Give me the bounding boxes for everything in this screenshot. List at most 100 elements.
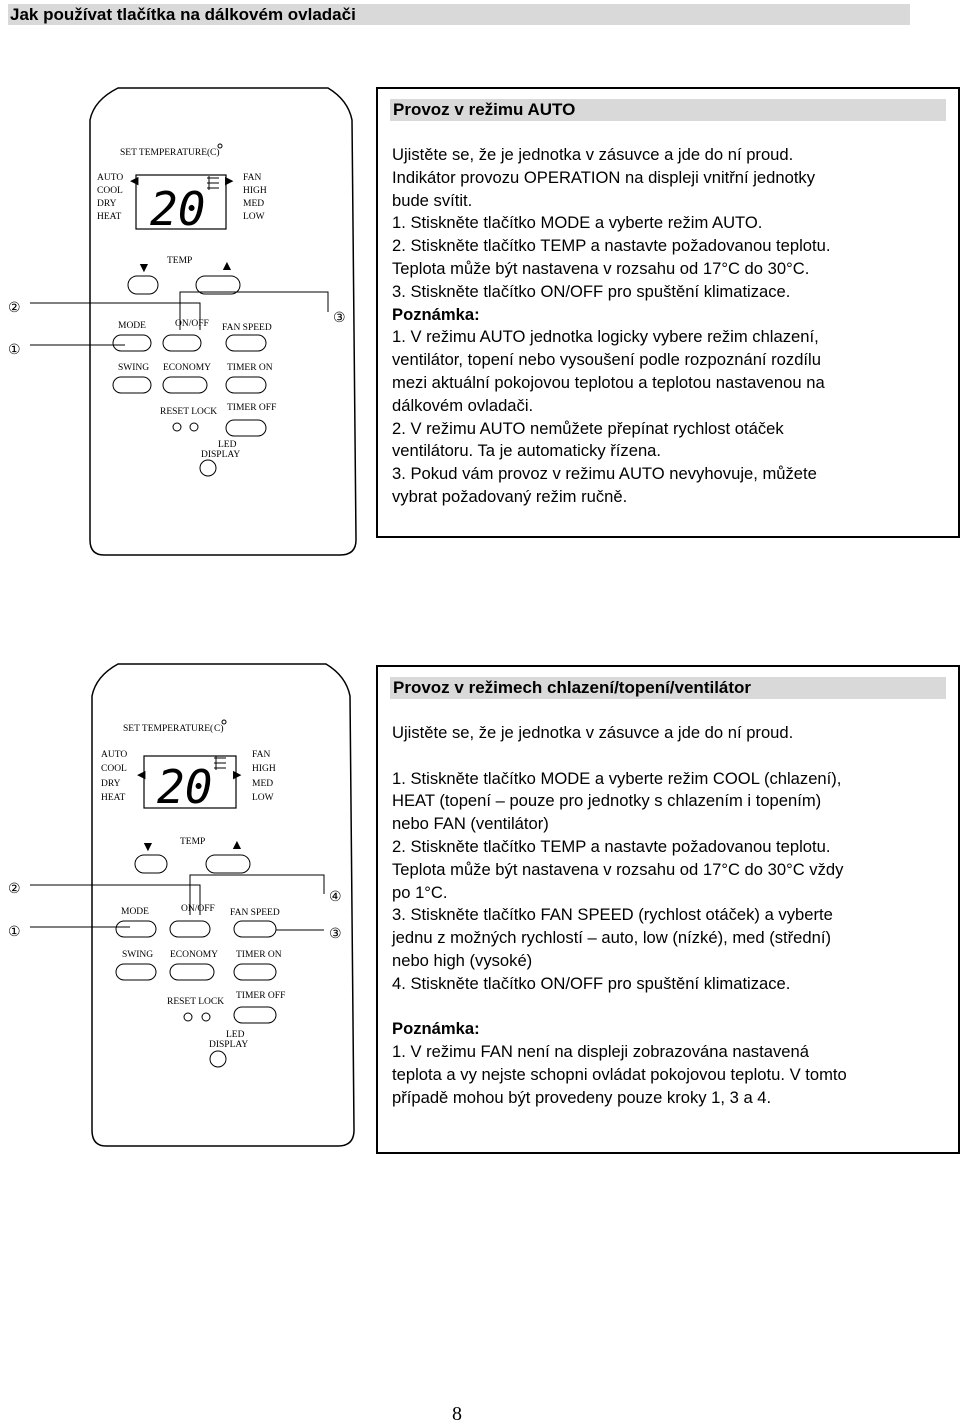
mode-auto-label: AUTO [97, 173, 123, 183]
mode-button[interactable] [112, 334, 152, 352]
cool-heat-fan-heading: Provoz v režimech chlazení/topení/ventil… [390, 677, 946, 699]
led-display-button[interactable] [199, 459, 217, 477]
swing-label: SWING [118, 363, 149, 373]
callout-3: ③ [333, 311, 346, 326]
cool-intro: Ujistěte se, že je jednotka v zásuvce a … [392, 723, 794, 742]
reset-lock-label-2: RESET LOCK [167, 997, 224, 1007]
temp-label-2: TEMP [180, 837, 205, 847]
callout-2: ② [8, 301, 21, 316]
mode-button-2[interactable] [115, 920, 157, 938]
fan-high-label: HIGH [243, 186, 267, 196]
economy-button-2[interactable] [169, 963, 215, 981]
cool-line-7: jednu z možných rychlostí – auto, low (n… [392, 928, 831, 948]
lock-button[interactable] [189, 422, 199, 432]
temp-up-icon-2: ▲ [230, 836, 244, 852]
temperature-display-2: 20 [157, 760, 212, 814]
economy-label-2: ECONOMY [170, 950, 218, 960]
fan-med-label-2: MED [252, 779, 273, 789]
auto-note-line-7: vybrat požadovaný režim ručně. [392, 486, 628, 506]
cool-line-4: Teplota může být nastavena v rozsahu od … [392, 859, 844, 879]
timer-off-label-2: TIMER OFF [236, 991, 285, 1001]
timer-on-label-2: TIMER ON [236, 950, 282, 960]
remote-control-illustration-1: SET TEMPERATURE( C) AUTO COOL DRY HEAT F… [8, 87, 357, 556]
temp-down-icon-2: ▼ [141, 838, 155, 854]
fan-low-label: LOW [243, 212, 265, 222]
left-arrow-icon-2: ◀ [137, 769, 146, 781]
reset-lock-label: RESET LOCK [160, 407, 217, 417]
callout-4-line [189, 874, 325, 915]
auto-line-6: 3. Stiskněte tlačítko ON/OFF pro spuštěn… [392, 281, 791, 301]
fan-speed-button[interactable] [225, 334, 267, 352]
page-title: Jak používat tlačítka na dálkovém ovlada… [8, 4, 910, 25]
cool-heat-fan-box: Provoz v režimech chlazení/topení/ventil… [376, 665, 960, 1154]
onoff-label: ON/OFF [175, 319, 209, 329]
right-arrow-icon: ▶ [225, 175, 234, 187]
lock-button-2[interactable] [201, 1012, 211, 1022]
swing-indicator-icon [207, 176, 219, 190]
fan-low-label-2: LOW [252, 793, 274, 803]
timer-off-button[interactable] [225, 419, 267, 437]
temp-down-button-2[interactable] [134, 854, 168, 874]
auto-line-1: Indikátor provozu OPERATION na displeji … [392, 167, 816, 187]
auto-note-label: Poznámka: [392, 304, 480, 324]
reset-button[interactable] [172, 422, 182, 432]
auto-note-line-6: 3. Pokud vám provoz v režimu AUTO nevyho… [392, 464, 817, 484]
set-temperature-label-2: SET TEMPERATURE( [123, 723, 213, 734]
auto-line-4: 2. Stiskněte tlačítko TEMP a nastavte po… [392, 236, 831, 256]
auto-note-line-5: ventilátoru. Ta je automaticky řízena. [392, 441, 662, 461]
auto-line-5: Teplota může být nastavena v rozsahu od … [392, 258, 810, 278]
fan-speed-button-2[interactable] [233, 920, 277, 938]
timer-on-button-2[interactable] [233, 963, 277, 981]
cool-line-0: 1. Stiskněte tlačítko MODE a vyberte rež… [392, 768, 842, 788]
temp-up-button[interactable] [195, 275, 241, 295]
onoff-button-2[interactable] [169, 920, 211, 938]
swing-button-2[interactable] [115, 963, 157, 981]
mode-heat-label: HEAT [97, 212, 121, 222]
cool-line-8: nebo high (vysoké) [392, 950, 533, 970]
timer-off-label: TIMER OFF [227, 403, 276, 413]
economy-button[interactable] [162, 376, 208, 394]
led-display-button-2[interactable] [209, 1050, 227, 1068]
mode-auto-label-2: AUTO [101, 750, 127, 760]
swing-indicator-icon-2 [214, 756, 226, 770]
degree-unit-label-2: C) [214, 723, 224, 734]
cool-line-1: HEAT (topení – pouze pro jednotky s chla… [392, 791, 822, 811]
timer-on-button[interactable] [225, 376, 267, 394]
auto-line-0: Ujistěte se, že je jednotka v zásuvce a … [392, 145, 794, 164]
display-label-2: DISPLAY [209, 1040, 248, 1050]
fan-med-label: MED [243, 199, 264, 209]
auto-note-line-3: dálkovém ovladači. [392, 395, 534, 415]
temp-up-icon: ▲ [220, 257, 234, 273]
cool-line-6: 3. Stiskněte tlačítko FAN SPEED (rychlos… [392, 905, 833, 925]
led-label: LED [218, 440, 237, 450]
cool-line-5: po 1°C. [392, 882, 448, 902]
right-arrow-icon-2: ▶ [233, 769, 242, 781]
cool-note-label: Poznámka: [392, 1019, 480, 1039]
callout-1b: ① [8, 925, 21, 940]
callout-3b: ③ [329, 927, 342, 942]
cool-heat-fan-body: Ujistěte se, že je jednotka v zásuvce a … [392, 722, 948, 1110]
cool-line-2: nebo FAN (ventilátor) [392, 814, 549, 834]
onoff-button[interactable] [162, 334, 202, 352]
cool-line-3: 2. Stiskněte tlačítko TEMP a nastavte po… [392, 836, 831, 856]
timer-on-label: TIMER ON [227, 363, 273, 373]
reset-button-2[interactable] [183, 1012, 193, 1022]
swing-button[interactable] [112, 376, 152, 394]
mode-label-2: MODE [121, 907, 149, 917]
auto-mode-box: Provoz v režimu AUTO Ujistěte se, že je … [376, 87, 960, 538]
page-number: 8 [452, 1403, 462, 1425]
fan-speed-label: FAN SPEED [222, 323, 272, 333]
fan-high-label-2: HIGH [252, 764, 276, 774]
temp-up-button-2[interactable] [205, 854, 251, 874]
cool-note-line-2: případě mohou být provedeny pouze kroky … [392, 1087, 772, 1107]
temp-down-button[interactable] [127, 275, 159, 295]
cool-note-line-1: teplota a vy nejste schopni ovládat poko… [392, 1064, 847, 1084]
auto-line-2: bude svítit. [392, 190, 473, 210]
callout-2-line [30, 302, 201, 330]
mode-cool-label: COOL [97, 186, 123, 196]
temp-down-icon: ▼ [137, 259, 151, 275]
timer-off-button-2[interactable] [233, 1006, 277, 1024]
cool-note-line-0: 1. V režimu FAN není na displeji zobrazo… [392, 1042, 809, 1062]
auto-mode-body: Ujistěte se, že je jednotka v zásuvce a … [392, 144, 948, 509]
remote-control-illustration-2: SET TEMPERATURE( C) AUTO COOL DRY HEAT F… [8, 663, 355, 1147]
